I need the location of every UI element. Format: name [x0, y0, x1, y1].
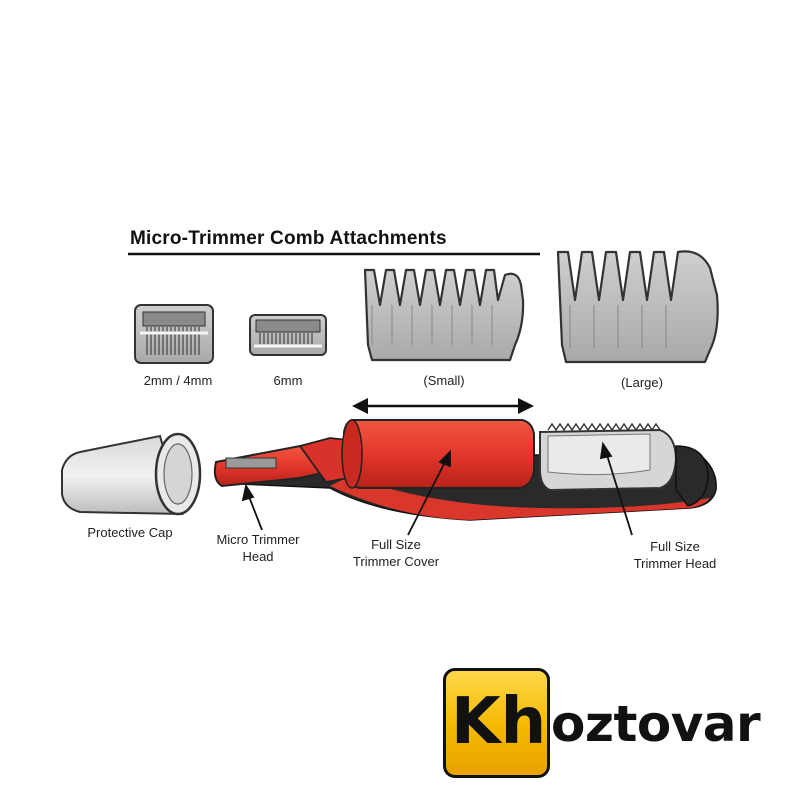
label-micro-trimmer-head: Micro Trimmer Head [200, 531, 316, 565]
label-trimmer-cover: Full Size Trimmer Cover [336, 536, 456, 570]
label-micro-head-line2: Head [242, 549, 274, 564]
diagram-title: Micro-Trimmer Comb Attachments [130, 228, 447, 249]
khoztovar-logo: Kh oztovar [443, 668, 783, 780]
label-cover-line1: Full Size [371, 537, 421, 552]
comb-small [363, 268, 525, 362]
comb-2mm-4mm [134, 304, 214, 364]
label-protective-cap: Protective Cap [87, 525, 173, 540]
label-cover-line2: Trimmer Cover [352, 554, 440, 569]
label-full-head-line1: Full Size [650, 539, 700, 554]
label-small: (Small) [423, 373, 465, 388]
label-full-head-line2: Trimmer Head [633, 556, 717, 571]
trimmer-body [213, 419, 717, 521]
comb-6mm [249, 314, 327, 356]
length-double-arrow [352, 398, 534, 414]
label-large: (Large) [621, 375, 663, 390]
comb-large [556, 250, 719, 364]
protective-cap [61, 432, 202, 516]
label-arrows [241, 441, 633, 536]
logo-wordmark: oztovar [551, 695, 761, 753]
logo-initial: Kh [451, 685, 547, 759]
label-6mm: 6mm [273, 373, 303, 388]
label-full-size-head: Full Size Trimmer Head [616, 538, 734, 572]
label-2mm-4mm: 2mm / 4mm [143, 373, 213, 388]
label-micro-head-line1: Micro Trimmer [216, 532, 300, 547]
logo-yellow-box [443, 668, 550, 778]
